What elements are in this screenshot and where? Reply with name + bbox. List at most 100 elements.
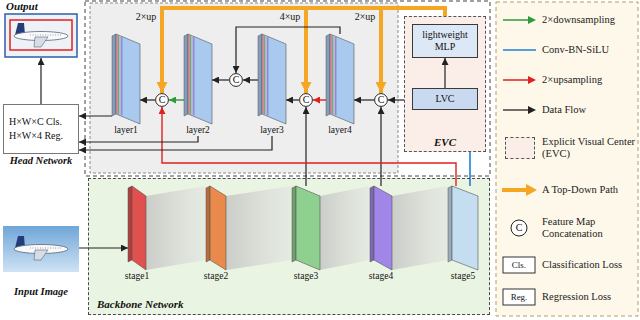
backbone-stage: stage4 bbox=[370, 186, 392, 282]
legend-text: Conv-BN-SiLU bbox=[542, 44, 609, 56]
head-text: H×W×C Cls. bbox=[9, 115, 73, 129]
connector-arrow bbox=[444, 58, 445, 88]
module-box: LVC bbox=[412, 88, 478, 110]
evc-module: lightweight MLP LVC EVC bbox=[404, 16, 486, 152]
connector-arrow bbox=[469, 152, 471, 186]
annotation-label: 2×up bbox=[136, 11, 157, 23]
feature-tunnel bbox=[392, 186, 448, 270]
backbone-stage: stage5 bbox=[448, 186, 478, 282]
concat-node: C bbox=[374, 93, 388, 107]
slab-label: stage4 bbox=[369, 270, 393, 282]
annotation-label: Cls. bbox=[512, 259, 526, 271]
legend-entry: A Top-Down Path bbox=[542, 175, 636, 205]
concat-node: C bbox=[299, 93, 313, 107]
layer-slab bbox=[184, 34, 212, 124]
annotation-label: 2×up bbox=[355, 11, 376, 23]
connector-arrow bbox=[313, 99, 326, 100]
below: Head Network bbox=[4, 155, 78, 167]
neck-layer: layer2 bbox=[184, 34, 212, 136]
backbone-stage: stage3 bbox=[292, 186, 320, 282]
c-label: C bbox=[229, 73, 243, 87]
legend-text: Data Flow bbox=[542, 104, 586, 116]
slab-label: layer4 bbox=[328, 124, 352, 136]
backbone-group: stage1 stage2 stage3 stage4 stage5Backbone N… bbox=[88, 178, 490, 315]
c-label: C bbox=[155, 93, 169, 107]
legend-text: 2×downsampling bbox=[542, 14, 615, 26]
legend-entry: 2×upsampling bbox=[542, 65, 636, 95]
legend-entry: Conv-BN-SiLU bbox=[542, 35, 636, 65]
legend-panel bbox=[496, 2, 638, 316]
c-label: C bbox=[374, 93, 388, 107]
connector-arrow bbox=[305, 107, 306, 186]
stage-slab bbox=[370, 186, 392, 270]
c-label: C bbox=[299, 93, 313, 107]
neck-layer: layer1 bbox=[112, 34, 140, 136]
annotation-label: Reg. bbox=[511, 291, 528, 303]
evc-title: EVC bbox=[405, 136, 485, 149]
connector-arrow bbox=[79, 247, 128, 248]
input-image: Input Image bbox=[3, 226, 79, 298]
backbone-fill bbox=[88, 178, 490, 315]
slab-label: layer1 bbox=[114, 124, 138, 136]
connector-arrow bbox=[380, 107, 381, 186]
legend-text: 2×upsampling bbox=[542, 74, 602, 86]
slab-label: stage2 bbox=[204, 270, 228, 282]
slab-label: stage3 bbox=[294, 270, 318, 282]
connector-arrow bbox=[169, 99, 184, 100]
bb-title: Backbone Network bbox=[97, 298, 183, 311]
head-text: H×W×4 Reg. bbox=[9, 129, 73, 143]
layer-slab bbox=[112, 34, 140, 124]
backbone-stage: stage1 bbox=[128, 186, 146, 282]
backbone-stage: stage2 bbox=[206, 186, 226, 282]
legend-text: Explicit Visual Center (EVC) bbox=[542, 136, 636, 160]
layer-slab bbox=[258, 34, 286, 124]
connector-arrow bbox=[212, 79, 229, 80]
module-box: lightweight MLP bbox=[412, 24, 478, 58]
legend-entry: 2×downsampling bbox=[542, 5, 636, 35]
slab-label: layer3 bbox=[260, 124, 284, 136]
annotation-label: C bbox=[516, 222, 523, 234]
legend-samples bbox=[502, 16, 537, 305]
stage-slab bbox=[292, 186, 320, 270]
legend-text: Classification Loss bbox=[542, 259, 622, 271]
legend-entry: Data Flow bbox=[542, 95, 636, 125]
legend-entry: Feature Map Concatenation bbox=[542, 213, 636, 243]
legend-entry: Explicit Visual Center (EVC) bbox=[542, 133, 636, 163]
concat-node: C bbox=[229, 73, 243, 87]
connector-arrow bbox=[388, 99, 404, 100]
slab-label: stage5 bbox=[451, 270, 475, 282]
head-network-box: H×W×C Cls.H×W×4 Reg.Head Network bbox=[3, 104, 79, 154]
connector-arrow bbox=[79, 136, 272, 150]
legend-entry: Classification Loss bbox=[542, 250, 636, 280]
neck-region bbox=[90, 3, 398, 173]
neck-layer: layer3 bbox=[258, 34, 286, 136]
box-text: LVC bbox=[416, 93, 474, 105]
connector-arrow bbox=[354, 99, 374, 100]
slab-label: stage1 bbox=[125, 270, 149, 282]
legend-text: A Top-Down Path bbox=[542, 184, 618, 196]
concat-node: C bbox=[155, 93, 169, 107]
annotation-label: 4×up bbox=[280, 11, 301, 23]
connector-arrow bbox=[140, 99, 155, 100]
box-text: lightweight MLP bbox=[416, 29, 474, 53]
evc-fill bbox=[404, 16, 486, 152]
layer-slab bbox=[326, 34, 354, 124]
connector-arrow bbox=[286, 99, 299, 100]
feature-tunnel bbox=[226, 186, 292, 270]
connector-arrow bbox=[40, 58, 41, 104]
connector-arrow bbox=[79, 115, 112, 116]
stage-slab bbox=[128, 186, 146, 270]
feature-tunnel bbox=[146, 186, 206, 270]
feature-tunnel bbox=[320, 186, 370, 270]
output-image bbox=[5, 14, 77, 57]
input-image bbox=[3, 226, 79, 272]
neck-layer: layer4 bbox=[326, 34, 354, 136]
legend-text: Regression Loss bbox=[542, 291, 611, 303]
connector-arrow bbox=[243, 79, 258, 80]
connector-arrow bbox=[236, 27, 340, 73]
stage-slab bbox=[206, 186, 226, 270]
legend-entry: Regression Loss bbox=[542, 282, 636, 312]
slab-label: layer2 bbox=[186, 124, 210, 136]
in-title: Input Image bbox=[3, 286, 79, 298]
